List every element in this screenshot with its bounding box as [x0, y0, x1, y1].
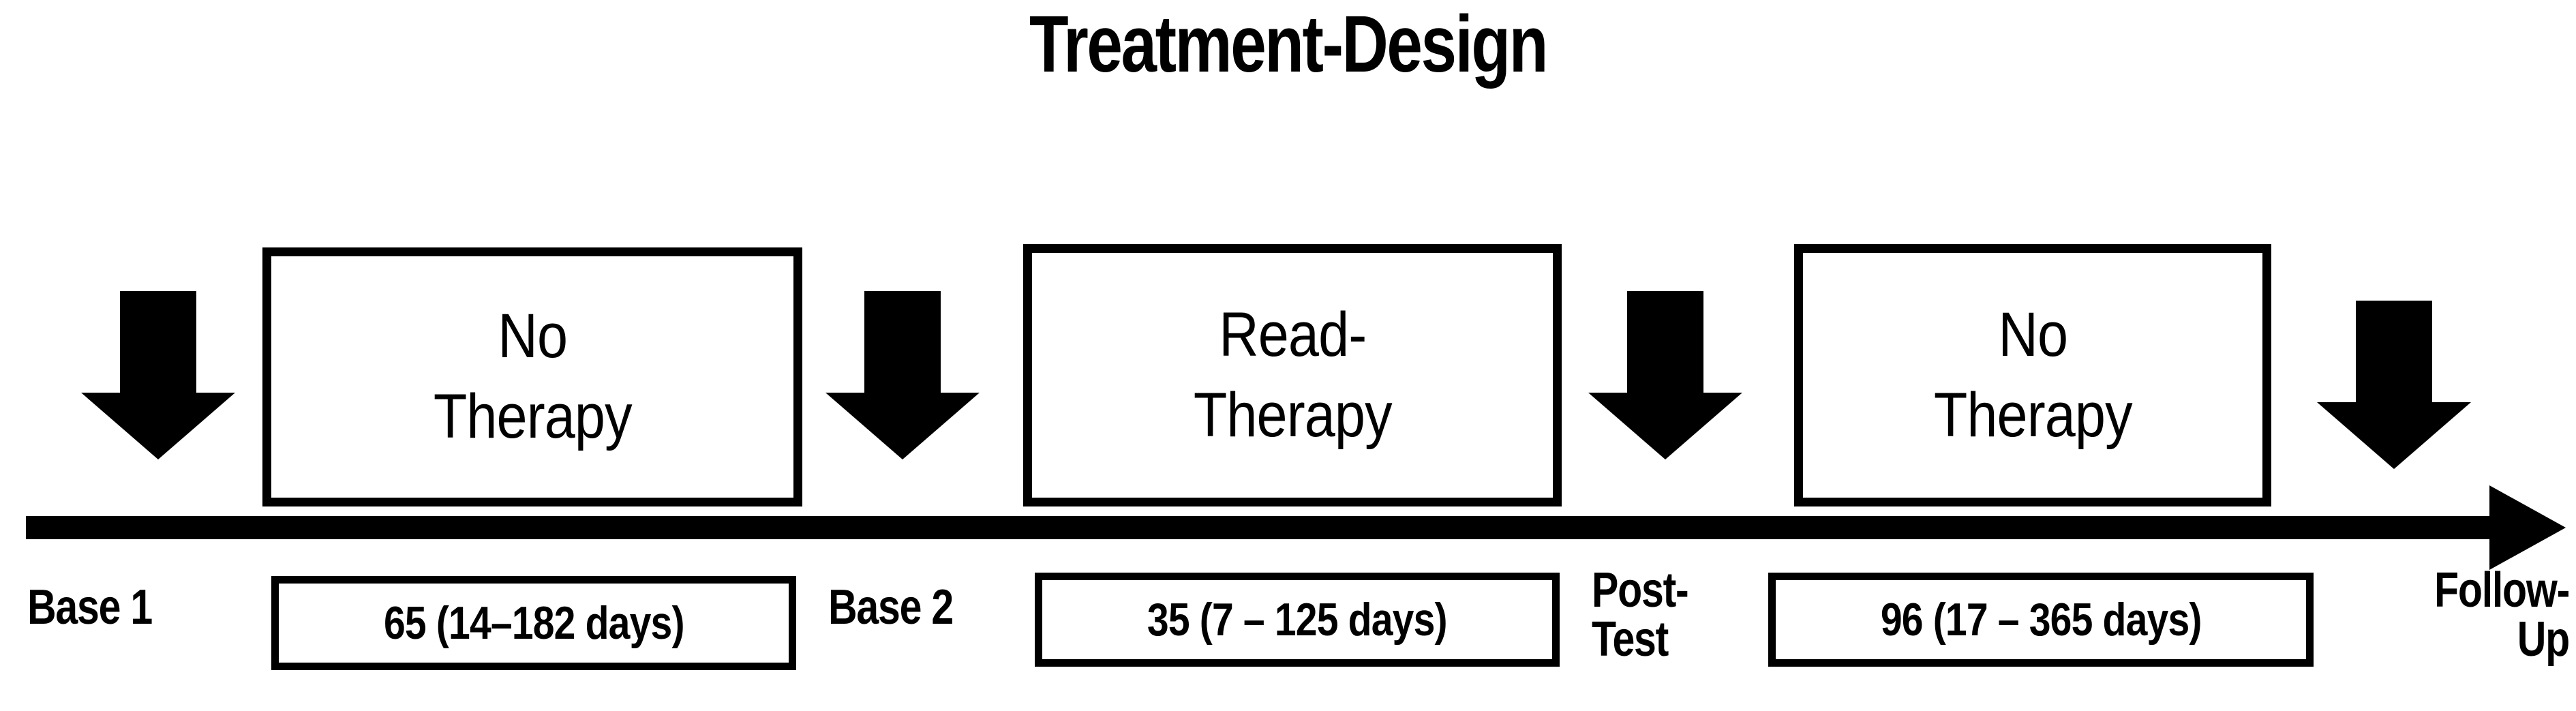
duration-label: 96 (17 – 365 days): [1880, 594, 2202, 646]
duration-box-posttest-followup: 96 (17 – 365 days): [1768, 573, 2314, 667]
phase-label: No Therapy: [433, 301, 633, 451]
arrow-shaft: [2356, 301, 2432, 404]
timeline-arrow-icon: [2489, 485, 2566, 570]
arrow-shaft: [864, 291, 941, 395]
arrow-shaft: [120, 291, 196, 395]
page-title: Treatment-Design: [1029, 0, 1548, 89]
down-arrow-base-1: [81, 291, 235, 459]
duration-box-base2-posttest: 35 (7 – 125 days): [1035, 573, 1560, 667]
timepoint-label-follow-up: Follow- Up: [2434, 563, 2570, 667]
arrow-head: [2317, 402, 2471, 469]
timepoint-label-post-test: Post- Test: [1592, 563, 1689, 667]
phase-label: Read- Therapy: [1193, 299, 1393, 450]
phase-box-no-therapy-1: No Therapy: [262, 247, 802, 506]
arrow-head: [825, 393, 980, 459]
arrow-head: [81, 393, 235, 459]
duration-box-base1-base2: 65 (14–182 days): [271, 576, 796, 670]
down-arrow-base-2: [825, 291, 980, 459]
phase-label: No Therapy: [1933, 299, 2133, 450]
down-arrow-follow-up: [2317, 301, 2471, 469]
duration-label: 35 (7 – 125 days): [1147, 594, 1448, 646]
arrow-head: [1588, 393, 1742, 459]
arrow-shaft: [1627, 291, 1703, 395]
timepoint-label-base-2: Base 2: [828, 580, 954, 635]
phase-box-no-therapy-2: No Therapy: [1794, 244, 2271, 506]
down-arrow-post-test: [1588, 291, 1742, 459]
phase-box-read-therapy: Read- Therapy: [1023, 244, 1562, 506]
timeline-axis: [26, 516, 2534, 539]
timepoint-label-base-1: Base 1: [27, 580, 153, 635]
duration-label: 65 (14–182 days): [383, 597, 685, 649]
